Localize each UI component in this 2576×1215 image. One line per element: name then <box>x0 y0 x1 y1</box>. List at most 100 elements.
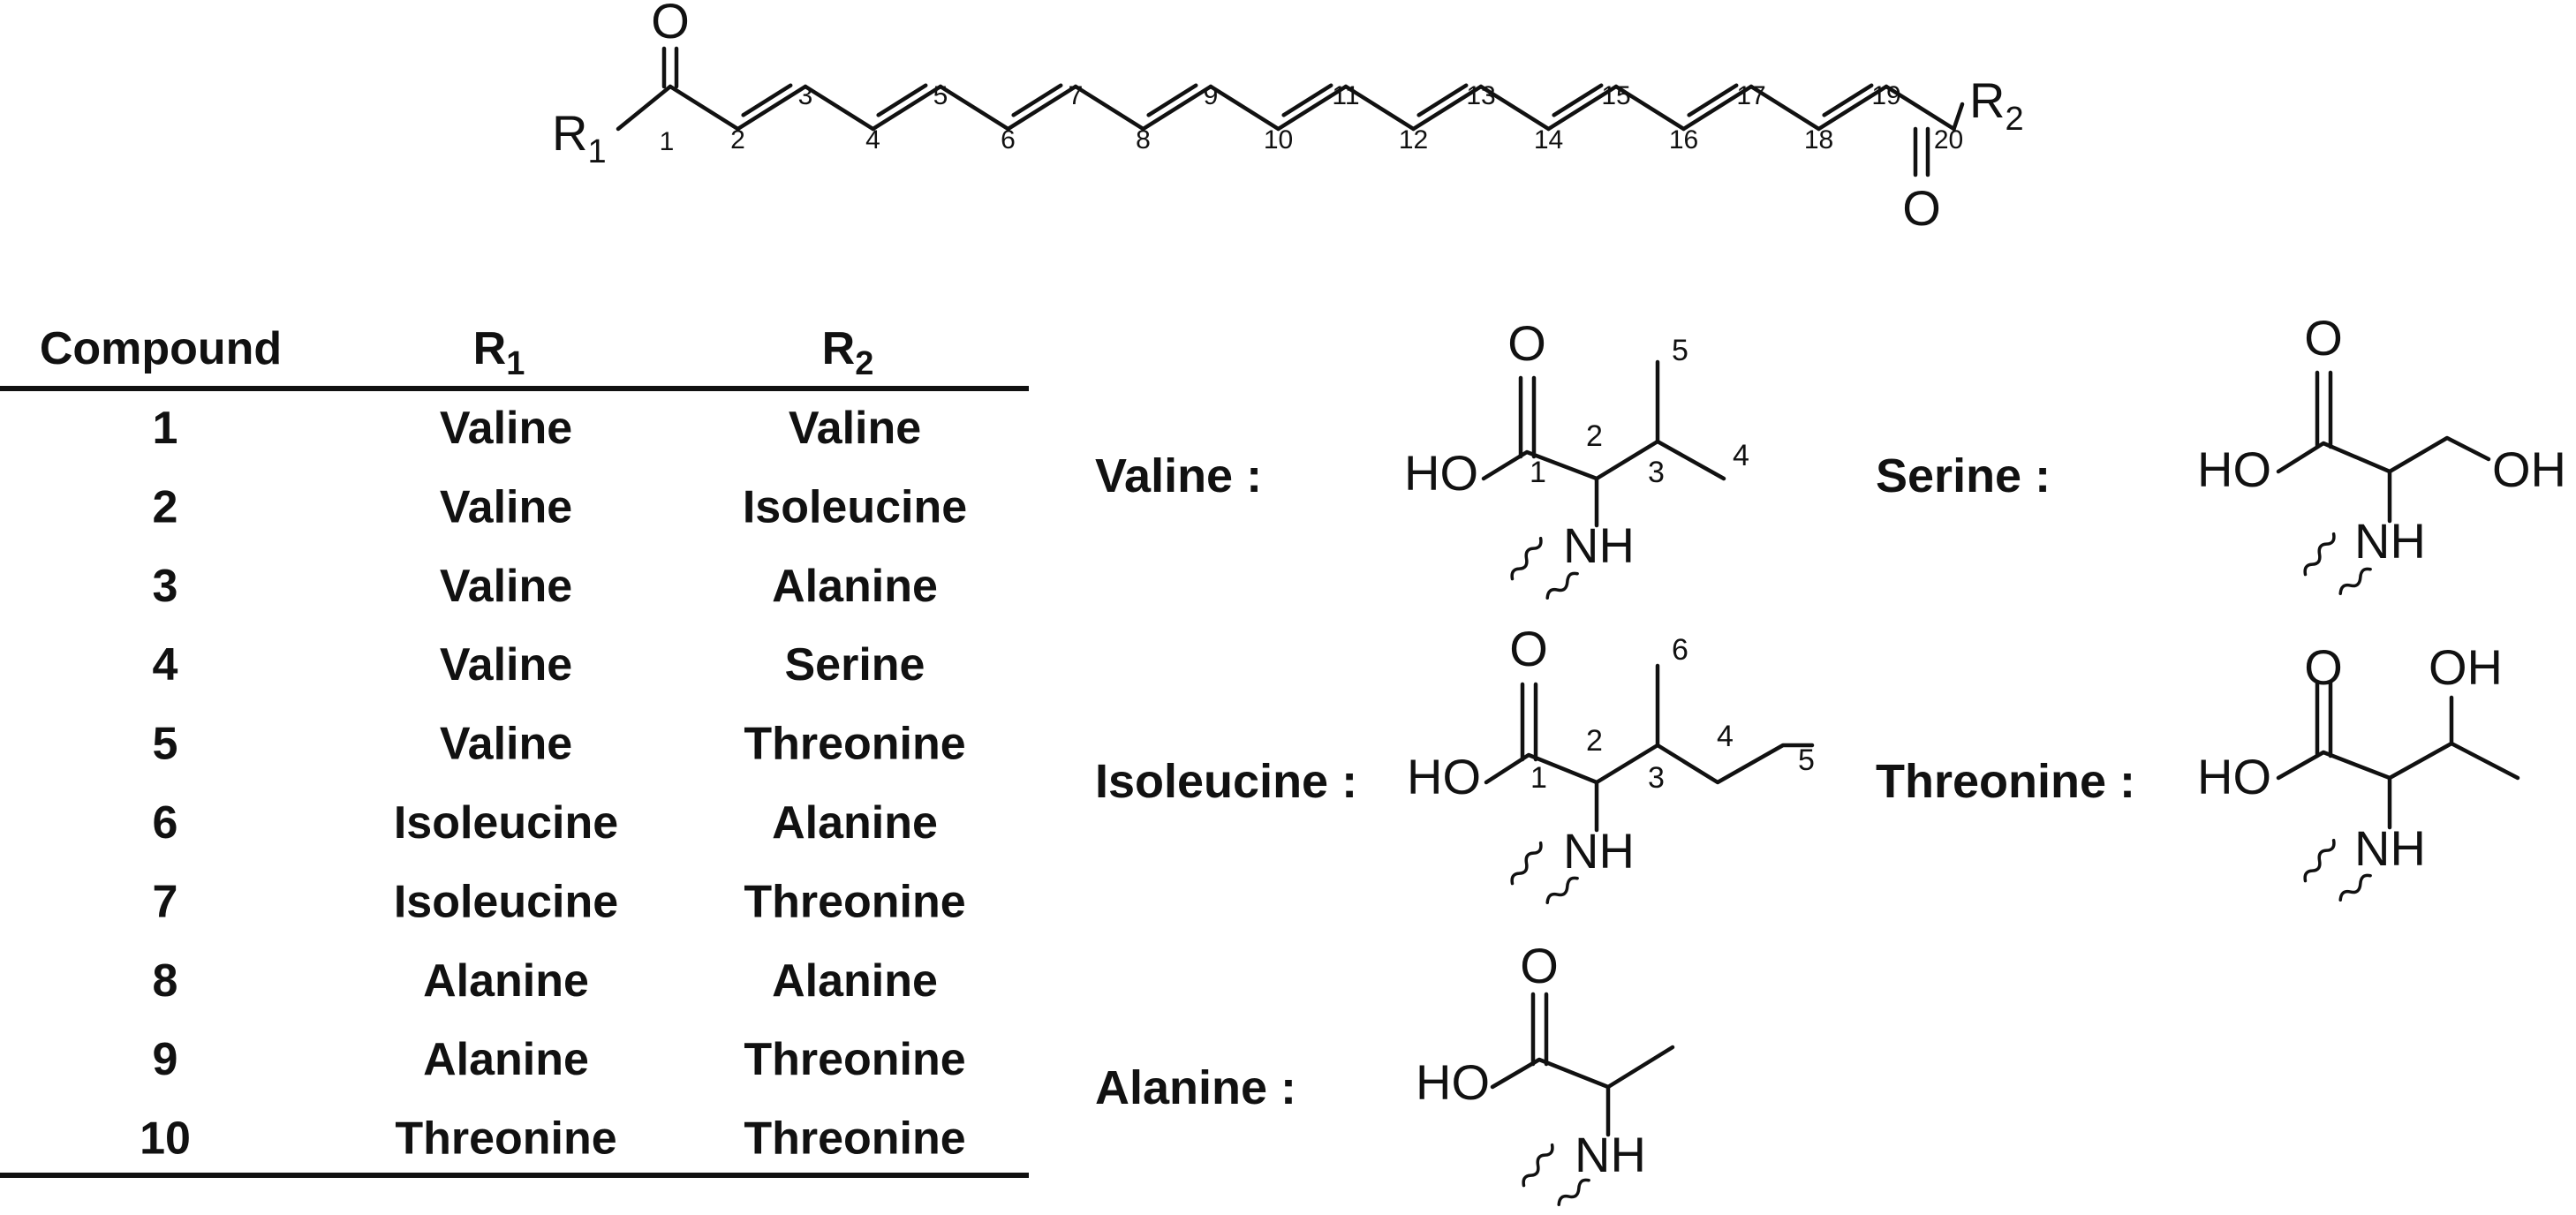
chain-double-bond-18 <box>1822 83 1874 117</box>
carbon-number-18: 18 <box>1804 125 1833 155</box>
cell-r1: Valine <box>440 639 572 691</box>
serine-o: O <box>2304 310 2343 366</box>
chain-bond-11 <box>1343 84 1416 132</box>
chain-bond-14 <box>1546 84 1619 132</box>
cell-compound: 2 <box>153 481 178 532</box>
valine-num-1: 1 <box>1530 456 1546 489</box>
serine-label: Serine : <box>1876 449 2051 502</box>
chain-double-bond-2 <box>741 83 793 117</box>
chain-bond-9 <box>1208 84 1280 132</box>
carbon-number-15: 15 <box>1601 81 1630 110</box>
valine-num-4: 4 <box>1733 439 1749 472</box>
serine-structure: Serine : O HO NH OH <box>1876 310 2566 596</box>
chain-bond-10 <box>1276 84 1348 132</box>
c20-oxygen: O <box>1902 180 1941 236</box>
valine-num-5: 5 <box>1672 334 1688 367</box>
chain-bond-1 <box>668 84 740 132</box>
cell-r2: Threonine <box>744 1034 965 1085</box>
alanine-nh: NH <box>1575 1127 1646 1182</box>
chain-bond-18 <box>1817 84 1889 132</box>
alanine-ho: HO <box>1416 1054 1490 1110</box>
cell-compound: 8 <box>153 955 178 1007</box>
alanine-o: O <box>1520 938 1559 993</box>
chain-bond-13 <box>1478 84 1551 132</box>
chain-double-bond-12 <box>1416 83 1469 117</box>
header-r2: R2 <box>822 323 874 382</box>
carbon-number-20: 20 <box>1934 125 1963 155</box>
cell-r1: Valine <box>440 719 572 770</box>
cell-r1: Valine <box>440 481 572 532</box>
alanine-structure: Alanine : O HO NH <box>1095 938 1675 1207</box>
alanine-carbonyl-double-bond <box>1530 992 1549 1067</box>
carbon-number-19: 19 <box>1871 81 1900 110</box>
chain-bond-8 <box>1141 84 1213 132</box>
isoleucine-num-5: 5 <box>1798 743 1815 777</box>
serine-nh: NH <box>2354 513 2426 569</box>
carbon-number-8: 8 <box>1136 125 1151 155</box>
r1-c1-bond <box>616 84 673 132</box>
serine-ho: HO <box>2197 441 2271 497</box>
valine-label: Valine : <box>1095 449 1262 502</box>
cell-r1: Valine <box>440 403 572 454</box>
carbon-number-4: 4 <box>865 125 880 155</box>
chain-bond-15 <box>1613 84 1686 132</box>
cell-compound: 4 <box>153 639 178 691</box>
cell-r1: Valine <box>440 561 572 612</box>
valine-o: O <box>1507 315 1546 371</box>
threonine-nh: NH <box>2354 820 2426 876</box>
valine-carbonyl-double-bond <box>1518 375 1537 459</box>
carbon-number-16: 16 <box>1669 125 1698 155</box>
cell-r2: Alanine <box>772 797 938 849</box>
cell-r2: Threonine <box>744 719 965 770</box>
chain-bond-6 <box>1006 84 1078 132</box>
carbon-number-17: 17 <box>1736 81 1765 110</box>
r2-label: R2 <box>1969 72 2024 138</box>
serine-carbonyl-double-bond <box>2315 370 2333 449</box>
alanine-label: Alanine : <box>1095 1061 1296 1114</box>
isoleucine-num-4: 4 <box>1717 720 1734 753</box>
serine-oh: OH <box>2492 441 2566 497</box>
valine-attachment-wavy <box>1510 536 1579 600</box>
chain-double-bond-6 <box>1011 83 1063 117</box>
chain-double-bond-10 <box>1281 83 1333 117</box>
valine-nh: NH <box>1563 517 1635 573</box>
chain-bond-4 <box>871 84 943 132</box>
chain-double-bond-4 <box>876 83 928 117</box>
chain-double-bond-8 <box>1146 83 1198 117</box>
isoleucine-ho: HO <box>1407 749 1481 804</box>
isoleucine-num-3: 3 <box>1648 761 1665 795</box>
threonine-oh: OH <box>2429 639 2503 695</box>
alanine-backbone-bond <box>1490 1045 1675 1090</box>
carbon-number-3: 3 <box>798 81 813 110</box>
carbon-number-6: 6 <box>1001 125 1016 155</box>
chain-bond-7 <box>1073 84 1145 132</box>
valine-num-2: 2 <box>1586 419 1603 453</box>
chain-bond-16 <box>1681 84 1754 132</box>
threonine-carbonyl-double-bond <box>2315 679 2333 758</box>
threonine-structure: Threonine : O HO NH OH <box>1876 639 2520 902</box>
cell-r1: Isoleucine <box>394 876 618 927</box>
carbon-number-9: 9 <box>1204 81 1219 110</box>
cell-compound: 3 <box>153 561 178 612</box>
isoleucine-o: O <box>1509 621 1548 676</box>
isoleucine-carbonyl-double-bond <box>1520 682 1538 762</box>
cell-r2: Threonine <box>744 1113 965 1165</box>
carbon-number-7: 7 <box>1069 81 1084 110</box>
carbon-number-11: 11 <box>1332 81 1359 110</box>
cell-r2: Threonine <box>744 876 965 927</box>
chain-bond-5 <box>938 84 1010 132</box>
cell-r1: Isoleucine <box>394 797 618 849</box>
c1-oxygen: O <box>651 0 690 49</box>
cell-r1: Alanine <box>423 1034 589 1085</box>
